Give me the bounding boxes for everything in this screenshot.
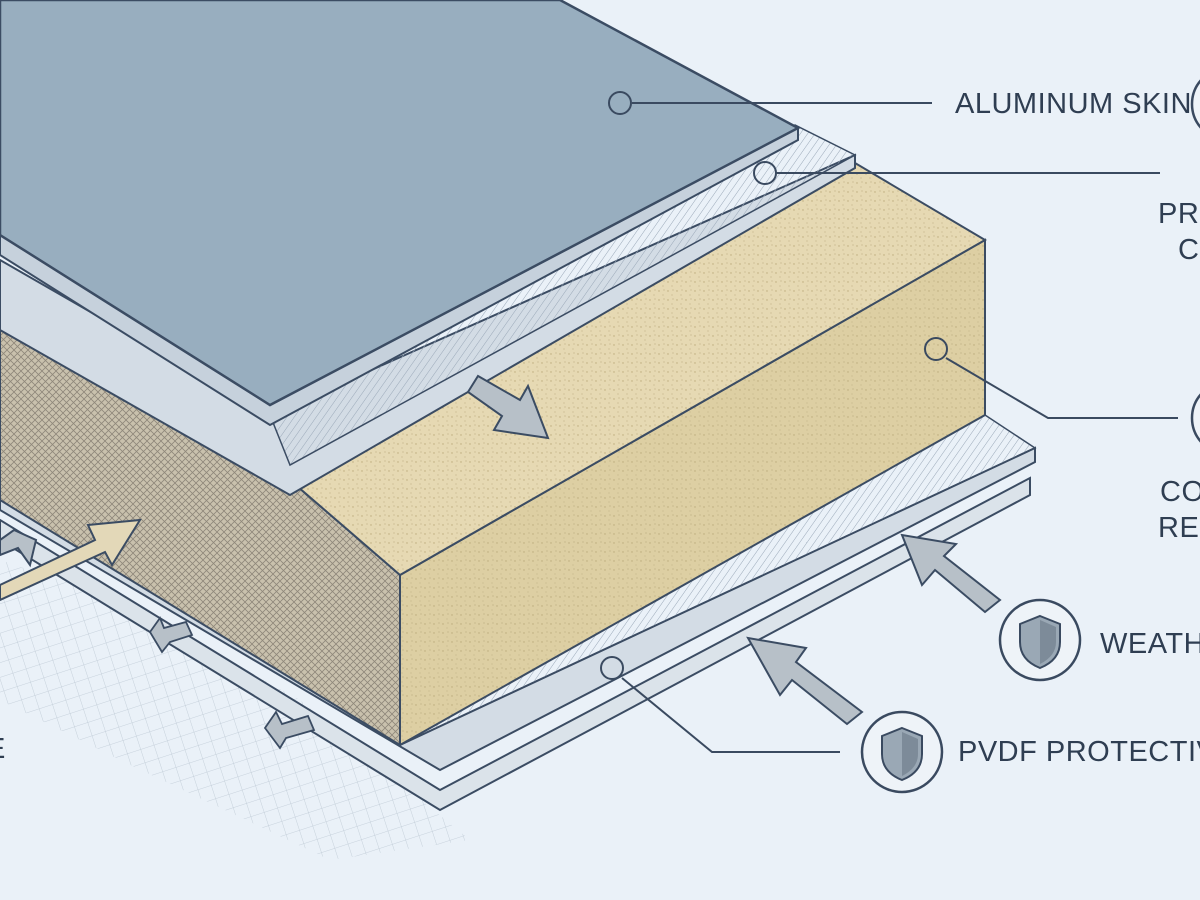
badge-icon — [1190, 393, 1200, 443]
arrow-icon — [746, 636, 864, 726]
arrow-icon — [466, 374, 550, 440]
label-protective-line1: PRO — [1158, 198, 1200, 230]
label-core-line1: COR — [1160, 476, 1200, 508]
label-protective-line2: CO — [1178, 234, 1200, 266]
label-left-fragment: E — [0, 735, 6, 764]
leader-line-pvdf — [621, 677, 840, 753]
arrow-icon — [0, 528, 38, 568]
circle-marker-icon — [924, 337, 948, 361]
aluminum-skin-top — [0, 0, 801, 407]
mesh-background — [0, 560, 470, 860]
circle-marker-icon — [608, 91, 632, 115]
label-weather: WEATHE — [1100, 628, 1200, 660]
badge-icon — [1190, 79, 1200, 129]
label-core-line2: RES — [1158, 512, 1200, 544]
arrow-icon — [900, 533, 1002, 614]
label-aluminum-skin: ALUMINUM SKIN — [955, 88, 1192, 120]
circle-marker-icon — [600, 656, 624, 680]
arrow-icon — [0, 518, 142, 602]
label-pvdf: PVDF PROTECTIVE C — [958, 736, 1200, 768]
arrow-icon — [148, 616, 194, 654]
leader-line-core — [945, 357, 1178, 419]
circle-marker-icon — [753, 161, 777, 185]
arrow-icon — [263, 710, 316, 750]
bottom-sheet-lower — [0, 476, 1031, 812]
